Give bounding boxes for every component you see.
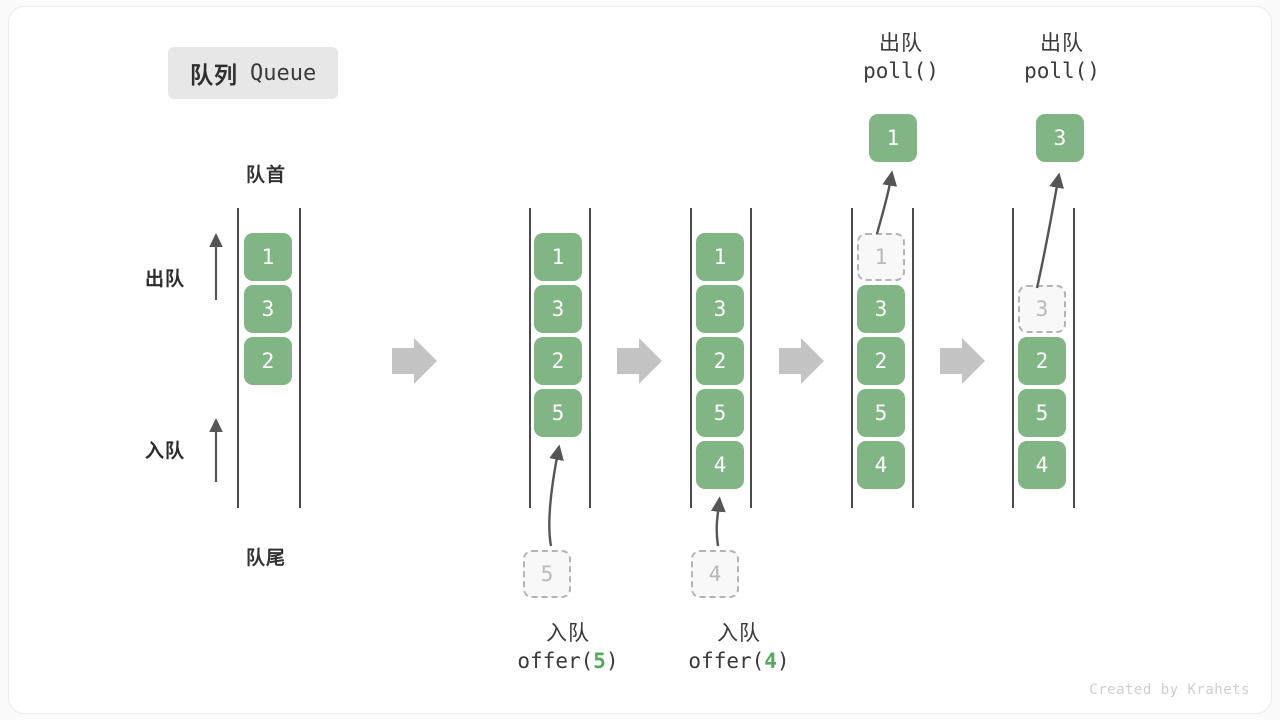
queue-rail-left: [851, 208, 853, 508]
caption-code: poll(): [1024, 58, 1100, 83]
queue-cell: 3: [696, 285, 744, 333]
enqueue-direction-label: 入队: [145, 441, 186, 462]
queue-rail-right: [1073, 208, 1075, 508]
caption-code: offer(4): [688, 648, 789, 676]
operation-caption: 入队 offer(5): [517, 620, 618, 676]
popped-cell: 1: [869, 114, 917, 162]
head-label: 队首: [245, 165, 287, 186]
queue-cell: 1: [696, 233, 744, 281]
queue-rail-right: [750, 208, 752, 508]
queue-cell: 2: [1018, 337, 1066, 385]
queue-cell: 4: [1018, 441, 1066, 489]
incoming-ghost-cell: 5: [523, 550, 571, 598]
queue-cell: 3: [857, 285, 905, 333]
queue-rail-left: [237, 208, 239, 508]
queue-cell: 2: [244, 337, 292, 385]
queue-cell-new: 4: [696, 441, 744, 489]
title-chinese: 队列: [190, 62, 238, 88]
queue-rail-right: [912, 208, 914, 508]
queue-cell: 4: [857, 441, 905, 489]
queue-cell: 2: [534, 337, 582, 385]
caption-code: offer(5): [517, 648, 618, 676]
queue-cell: 5: [857, 389, 905, 437]
caption-close: ): [776, 648, 790, 673]
operation-caption: 出队 poll(): [863, 30, 939, 86]
queue-rail-left: [1012, 208, 1014, 508]
diagram-card: [8, 6, 1272, 714]
caption-chinese: 出队: [1039, 32, 1084, 55]
queue-cell-new: 5: [534, 389, 582, 437]
queue-rail-left: [529, 208, 531, 508]
queue-cell: 2: [857, 337, 905, 385]
queue-cell: 3: [244, 285, 292, 333]
queue-cell: 2: [696, 337, 744, 385]
caption-chinese: 入队: [545, 622, 590, 645]
operation-caption: 入队 offer(4): [688, 620, 789, 676]
title-badge: 队列 Queue: [168, 47, 339, 99]
queue-rail-left: [690, 208, 692, 508]
incoming-ghost-cell: 4: [691, 550, 739, 598]
operation-caption: 出队 poll(): [1024, 30, 1100, 86]
queue-cell: 5: [1018, 389, 1066, 437]
queue-cell: 1: [244, 233, 292, 281]
tail-label: 队尾: [245, 548, 287, 569]
caption-chinese: 入队: [716, 622, 761, 645]
queue-cell: 1: [534, 233, 582, 281]
caption-chinese: 出队: [878, 32, 923, 55]
queue-rail-right: [589, 208, 591, 508]
title-english: Queue: [250, 60, 317, 86]
caption-close: ): [605, 648, 619, 673]
caption-fn: offer(: [688, 648, 765, 673]
queue-cell: 3: [534, 285, 582, 333]
footer-credit: Created by Krahets: [1089, 682, 1250, 698]
popped-cell: 3: [1036, 114, 1084, 162]
dequeue-direction-label: 出队: [145, 269, 186, 290]
caption-code: poll(): [863, 58, 939, 83]
queue-rail-right: [299, 208, 301, 508]
queue-cell: 5: [696, 389, 744, 437]
caption-fn: offer(: [517, 648, 594, 673]
removed-ghost-cell: 3: [1018, 285, 1066, 333]
removed-ghost-cell: 1: [857, 233, 905, 281]
caption-arg: 4: [764, 648, 777, 673]
caption-arg: 5: [593, 648, 606, 673]
